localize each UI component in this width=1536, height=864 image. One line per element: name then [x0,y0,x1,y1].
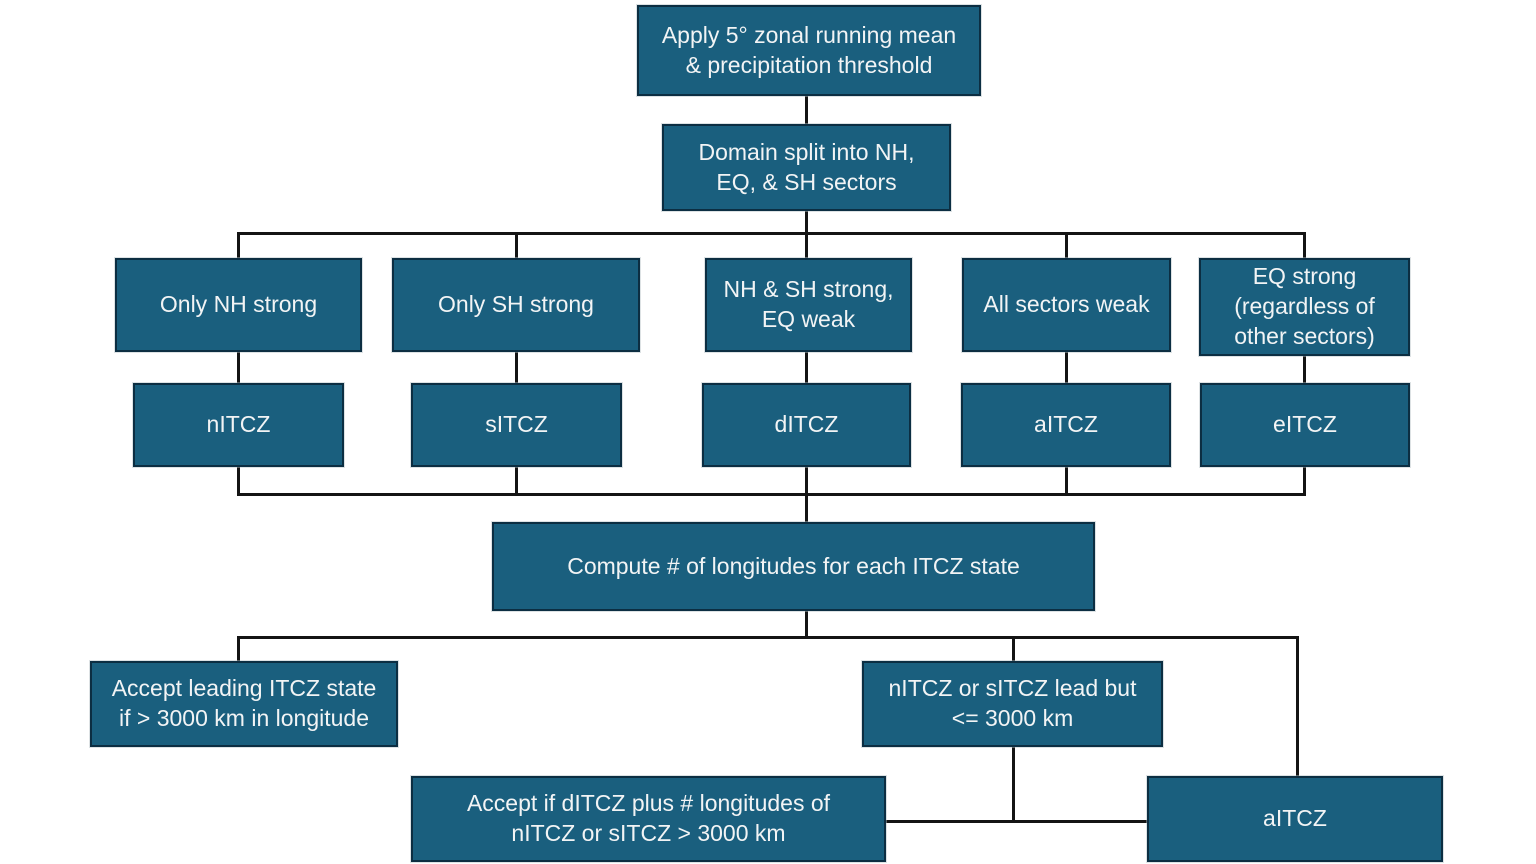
node-ditcz: dITCZ [702,383,911,467]
node-label: sITCZ [485,411,548,438]
node-label: All sectors weak [983,291,1150,318]
connector-branch-aitcz-final [1296,636,1299,776]
node-apply-running-mean: Apply 5° zonal running mean & precipitat… [637,5,981,96]
node-label: Only NH strong [159,291,318,318]
node-only-nh-strong: Only NH strong [115,258,362,352]
connector-aitcz-collector [1065,467,1068,496]
node-accept-leading-state: Accept leading ITCZ state if > 3000 km i… [90,661,398,747]
connector-compute-branch [805,611,808,638]
connector-bottom-joiner [886,820,1147,823]
connector-branch-bar-top [237,232,1306,235]
node-only-sh-strong: Only SH strong [392,258,640,352]
connector-branch-accept-leading [237,636,240,661]
node-nh-sh-strong-eq-weak: NH & SH strong, EQ weak [705,258,912,352]
connector-eitcz-collector [1303,467,1306,496]
node-all-sectors-weak: All sectors weak [962,258,1171,352]
node-aitcz: aITCZ [961,383,1171,467]
connector-only-nh-nitcz [237,352,240,383]
connector-nitcz-collector [237,467,240,496]
node-label: Compute # of longitudes for each ITCZ st… [567,552,1020,579]
node-label: EQ strong (regardless of other sectors) [1234,263,1375,349]
connector-only-sh-sitcz [515,352,518,383]
node-label: eITCZ [1273,411,1337,438]
node-label: aITCZ [1034,411,1098,438]
node-label: Apply 5° zonal running mean & precipitat… [661,21,957,78]
node-label: nITCZ or sITCZ lead but <= 3000 km [888,675,1137,731]
node-eitcz: eITCZ [1200,383,1410,467]
connector-branch-all-weak [1065,232,1068,258]
node-sitcz: sITCZ [411,383,622,467]
connector-nh-sh-ditcz [805,352,808,383]
connector-branch-only-sh [515,232,518,258]
node-label: Only SH strong [438,291,594,318]
node-label: Accept if dITCZ plus # longitudes of nIT… [466,790,831,846]
connector-all-weak-aitcz [1065,352,1068,383]
node-compute-longitudes: Compute # of longitudes for each ITCZ st… [492,522,1095,611]
node-accept-ditcz-plus: Accept if dITCZ plus # longitudes of nIT… [411,776,886,862]
node-label: nITCZ [206,411,271,438]
connector-ns-lead-down [1012,747,1015,823]
connector-branch-bar-bottom [237,636,1299,639]
node-aitcz-final: aITCZ [1147,776,1443,862]
node-label: aITCZ [1263,805,1327,832]
node-nitcz: nITCZ [133,383,344,467]
connector-branch-eq-strong [1303,232,1306,258]
node-nitcz-sitcz-lead: nITCZ or sITCZ lead but <= 3000 km [862,661,1163,747]
connector-apply-domain [805,96,808,124]
node-domain-split: Domain split into NH, EQ, & SH sectors [662,124,951,211]
node-label: dITCZ [774,411,839,438]
node-label: Accept leading ITCZ state if > 3000 km i… [111,675,377,731]
node-label: Domain split into NH, EQ, & SH sectors [698,138,915,195]
connector-branch-ns-lead [1012,636,1015,661]
node-eq-strong: EQ strong (regardless of other sectors) [1199,258,1410,356]
connector-eq-strong-eitcz [1303,356,1306,383]
node-label: NH & SH strong, EQ weak [723,276,894,332]
connector-collector-bar [237,493,1306,496]
connector-branch-only-nh [237,232,240,258]
connector-sitcz-collector [515,467,518,496]
